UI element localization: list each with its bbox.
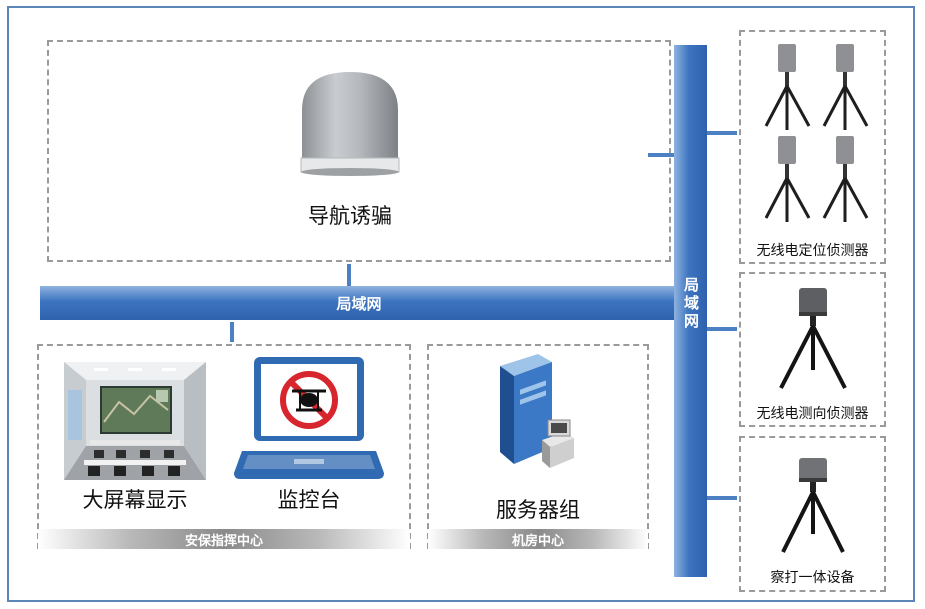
connector-decoy-lan: [347, 264, 351, 286]
command-center-footer: 安保指挥中心: [38, 529, 410, 549]
connector-lan-command: [230, 322, 234, 342]
server-label: 服务器组: [496, 498, 580, 522]
connector-vlan-device-2: [707, 327, 737, 331]
console-label: 监控台: [277, 488, 341, 512]
big-screen-label: 大屏幕显示: [82, 488, 188, 512]
device-label-locating: 无线电定位侦测器: [756, 243, 869, 259]
device-box-direction: [739, 272, 886, 427]
decoy-dome-icon: [300, 72, 400, 176]
lan-bar-horizontal: 局域网: [40, 286, 678, 320]
nav-decoy-label: 导航诱骗: [308, 204, 392, 228]
server-room-footer: 机房中心: [428, 529, 648, 549]
diagram-frame: [7, 6, 915, 602]
device-box-strike: [739, 436, 886, 592]
laptop-no-drone-icon: [234, 357, 384, 479]
lan-bar-vertical-label: 局域网: [682, 277, 700, 331]
server-tower-icon: [500, 354, 574, 468]
monitoring-room-image: [64, 362, 206, 480]
device-box-locating: [739, 30, 886, 264]
connector-decoy-vlan: [648, 153, 674, 157]
direction-detector-icon: [779, 288, 847, 389]
strike-device-icon: [781, 458, 845, 553]
connector-vlan-device-3: [707, 496, 737, 500]
connector-vlan-device-1: [707, 131, 737, 135]
device-label-direction: 无线电测向侦测器: [756, 406, 869, 422]
device-label-strike: 察打一体设备: [770, 570, 855, 586]
nav-decoy-box: [47, 40, 671, 262]
lan-bar-vertical: 局域网: [674, 45, 707, 577]
locating-detector-icon: [764, 42, 869, 224]
lan-bar-horizontal-label: 局域网: [336, 294, 382, 313]
